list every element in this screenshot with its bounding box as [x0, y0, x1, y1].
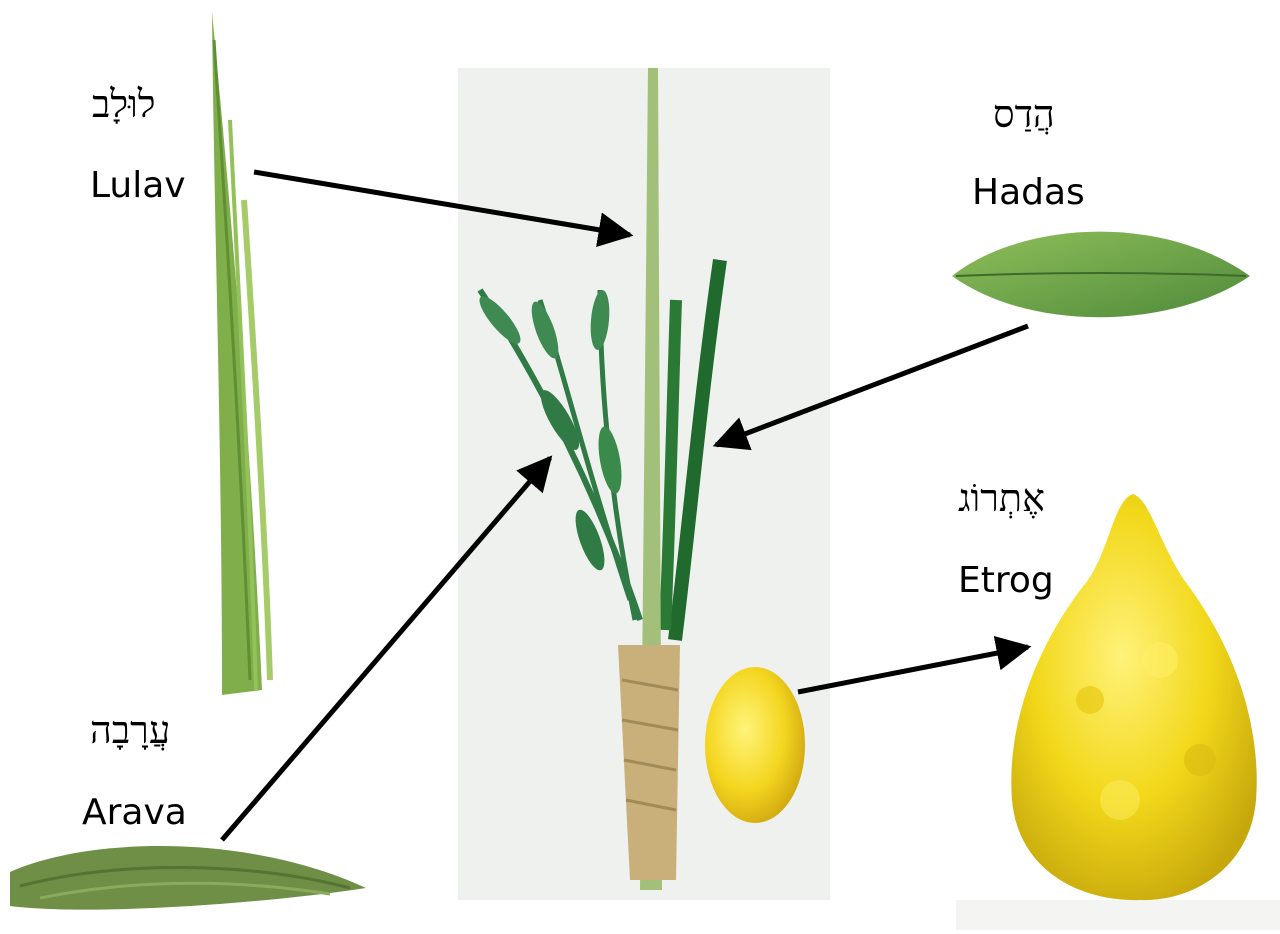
lulav-frond-image [212, 12, 270, 695]
lulav-hebrew-label: לוּלָב [92, 82, 156, 127]
arava-english-label: Arava [82, 792, 187, 833]
arava-hebrew-label: עֲרָבָה [90, 708, 170, 753]
hadas-leaf-image [952, 232, 1250, 318]
arava-leaves-image [10, 846, 366, 910]
arrow-etrog [798, 647, 1028, 692]
lulav-english-label: Lulav [90, 165, 186, 206]
hadas-hebrew-label: הֲדַס [993, 92, 1055, 137]
hadas-english-label: Hadas [972, 172, 1085, 213]
etrog-hebrew-label: אֶתְרוֹג [958, 476, 1045, 521]
etrog-english-label: Etrog [958, 560, 1054, 601]
